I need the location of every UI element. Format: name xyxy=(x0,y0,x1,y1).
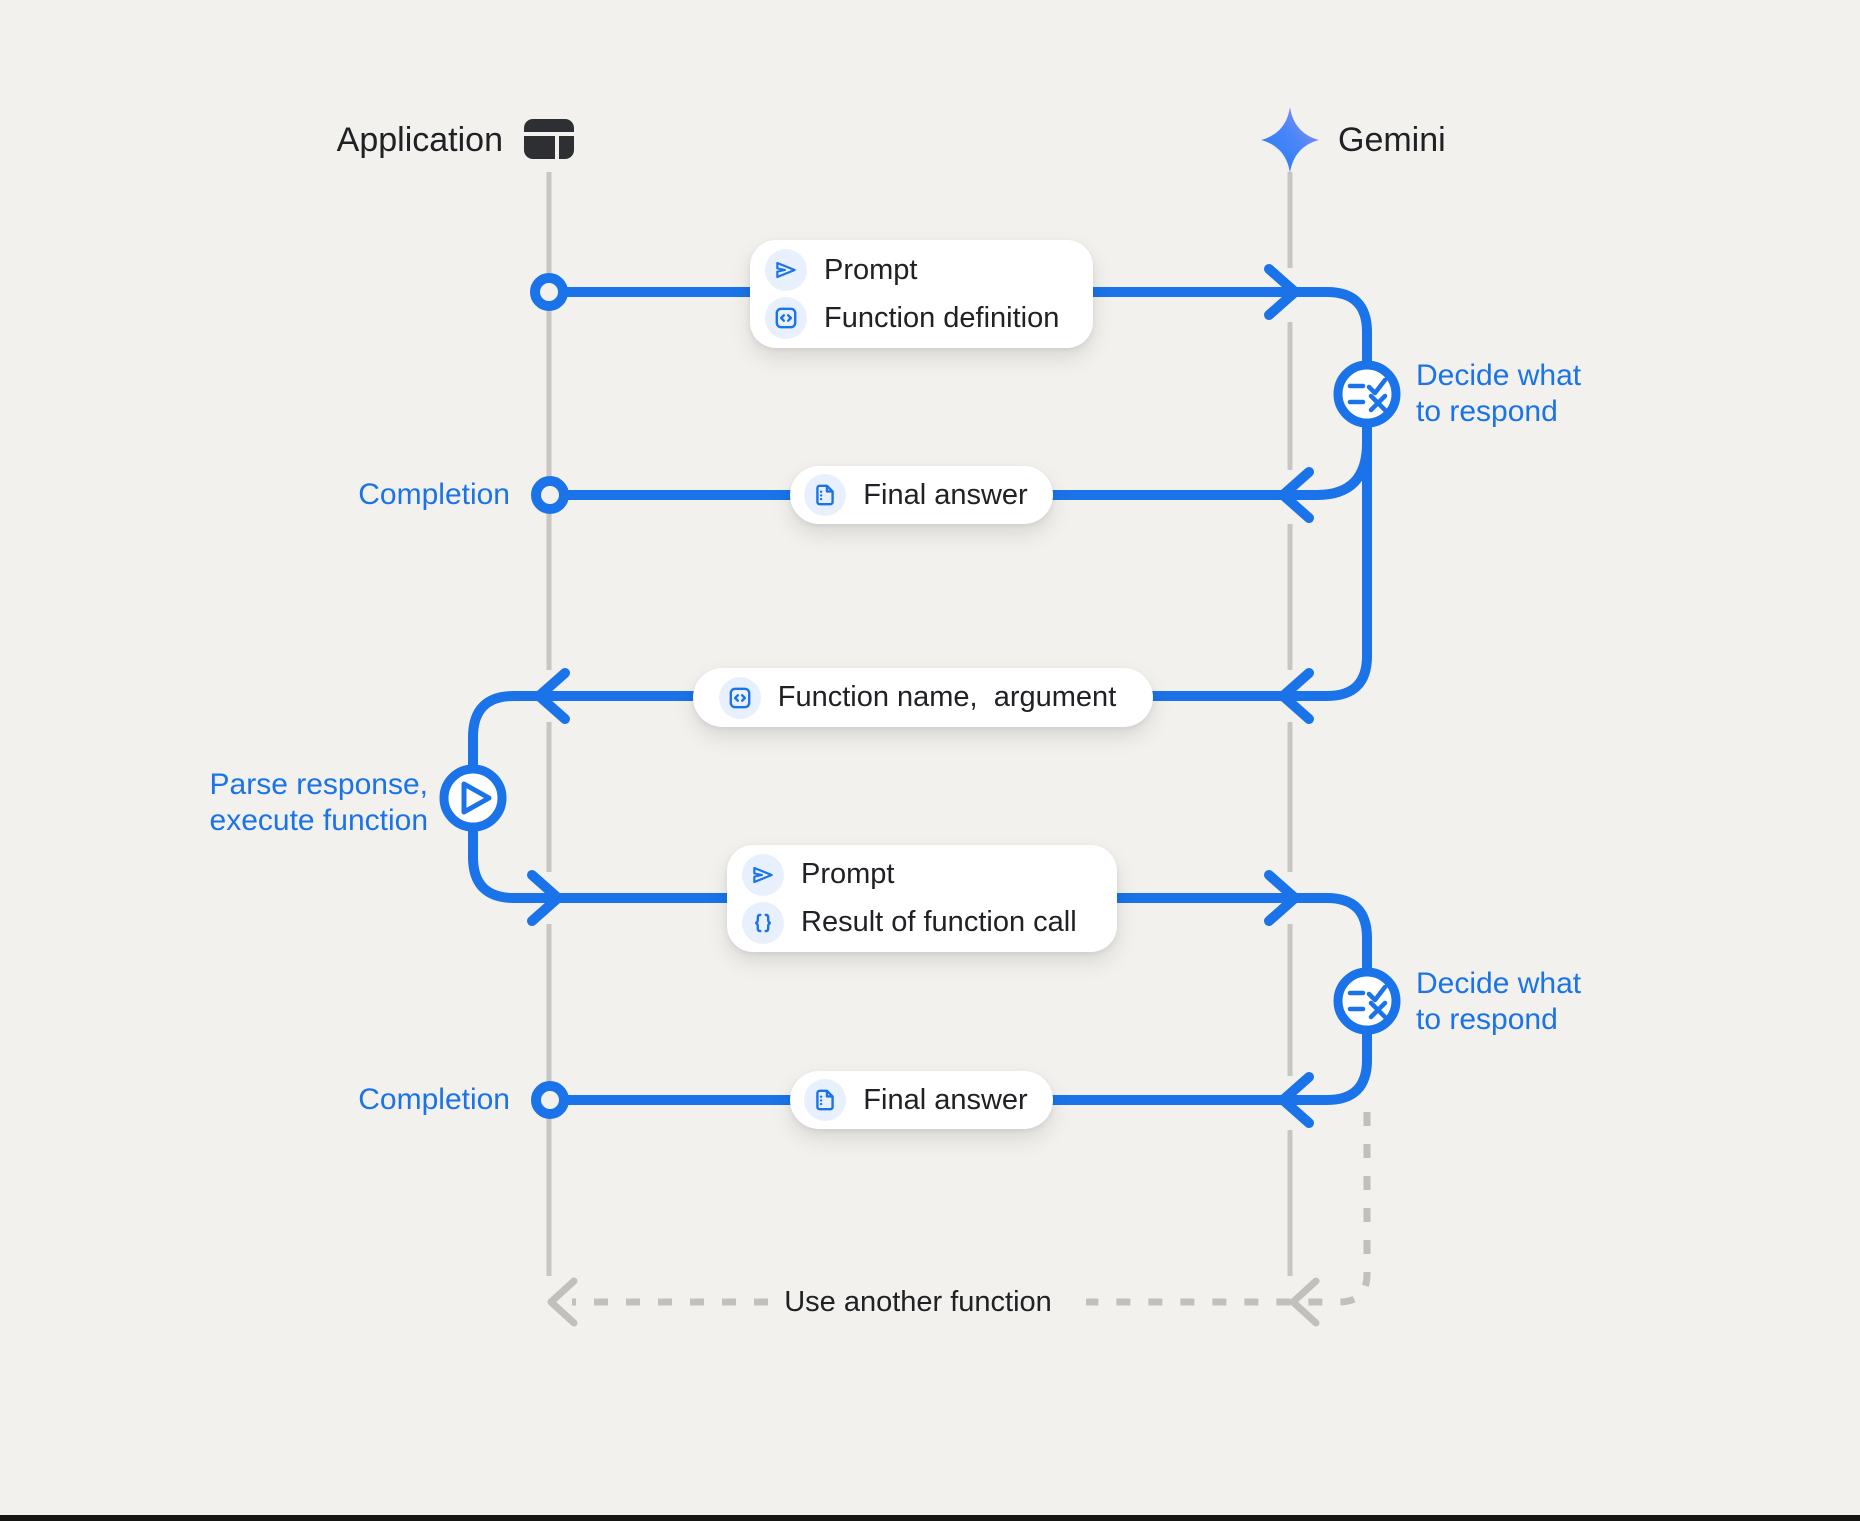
decide-icon xyxy=(1333,360,1401,428)
decide-label: Decide what to respond xyxy=(1416,359,1582,428)
completion-label-2: Completion xyxy=(358,1083,510,1116)
app-window-icon xyxy=(524,119,574,159)
message-label: Prompt xyxy=(801,858,895,890)
message-box-prompt-function-definition: Prompt Function definition xyxy=(750,240,1093,348)
message-label: Final answer xyxy=(863,478,1028,511)
braces-icon xyxy=(742,901,784,944)
decide-label-2: Decide what to respond xyxy=(1416,967,1582,1036)
message-label: Final answer xyxy=(863,1083,1028,1116)
message-label: Function name, argument xyxy=(777,681,1117,713)
message-label: Result of function call xyxy=(801,906,1077,938)
message-label: Function definition xyxy=(824,301,1060,334)
gemini-title: Gemini xyxy=(1338,121,1446,159)
code-icon xyxy=(765,297,807,339)
decide-icon-2 xyxy=(1333,967,1401,1035)
send-node-dot xyxy=(530,273,568,311)
loop-arrowhead-gemini xyxy=(1289,1277,1320,1327)
completion-node-dot xyxy=(531,476,569,514)
message-box-function-name-argument: Function name, argument xyxy=(693,668,1153,727)
document-icon xyxy=(804,474,847,516)
code-icon xyxy=(718,676,761,719)
application-title: Application xyxy=(336,121,503,159)
loop-path-dashed xyxy=(547,1112,1371,1327)
message-box-final-answer-2: Final answer xyxy=(790,1071,1053,1129)
send-icon xyxy=(765,249,807,291)
arrowheads xyxy=(527,264,1314,1128)
completion-label: Completion xyxy=(358,478,510,511)
bottom-edge-bar xyxy=(0,1515,1860,1521)
parse-response-label: Parse response, execute function xyxy=(209,768,428,837)
execute-play-icon xyxy=(439,764,507,832)
send-icon xyxy=(742,853,784,896)
completion-node-dot-2 xyxy=(531,1081,569,1119)
message-label: Prompt xyxy=(824,253,918,286)
message-box-final-answer: Final answer xyxy=(790,466,1053,524)
document-icon xyxy=(804,1079,847,1121)
loop-arrowhead-application xyxy=(547,1277,578,1327)
message-box-prompt-result: Prompt Result of function call xyxy=(727,845,1117,952)
gemini-star-icon xyxy=(1261,107,1319,173)
use-another-function-label: Use another function xyxy=(784,1286,1052,1318)
